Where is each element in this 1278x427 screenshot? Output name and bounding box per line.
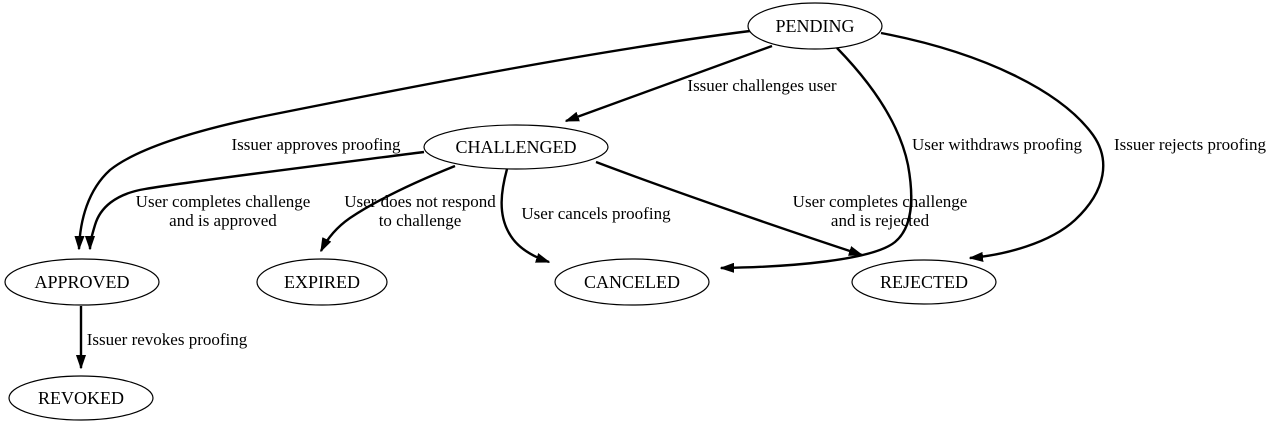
edge-pending-to-canceled — [721, 47, 913, 268]
edge-label-challenged-to-rejected: and is rejected — [831, 211, 930, 230]
edge-label-approved-to-revoked: Issuer revokes proofing — [87, 330, 248, 349]
edge-challenged-to-canceled — [500, 168, 549, 264]
state-node-rejected: REJECTED — [851, 259, 997, 305]
edge-label-pending-to-challenged: Issuer challenges user — [687, 76, 837, 95]
edge-label-challenged-to-expired: to challenge — [379, 211, 462, 230]
state-node-challenged: CHALLENGED — [423, 124, 609, 170]
state-node-revoked: REVOKED — [8, 375, 154, 421]
edge-label-challenged-to-approved: User completes challenge — [136, 192, 311, 211]
state-ellipse-expired — [256, 258, 388, 306]
edge-pending-to-rejected — [880, 31, 1105, 258]
edge-pending-to-challenged — [566, 44, 773, 123]
edge-label-pending-to-rejected: Issuer rejects proofing — [1114, 135, 1267, 154]
state-label-approved: APPROVED — [34, 272, 129, 292]
state-ellipse-canceled — [554, 258, 710, 306]
edge-label-pending-to-canceled: User withdraws proofing — [912, 135, 1082, 154]
edge-challenged-to-expired — [319, 164, 456, 251]
state-ellipse-pending — [747, 2, 883, 50]
state-ellipse-challenged — [423, 124, 609, 170]
state-label-canceled: CANCELED — [584, 272, 680, 292]
state-label-expired: EXPIRED — [284, 272, 360, 292]
state-label-rejected: REJECTED — [880, 272, 968, 292]
edge-label-challenged-to-expired: User does not respond — [344, 192, 496, 211]
edge-label-challenged-to-rejected: User completes challenge — [793, 192, 968, 211]
state-node-expired: EXPIRED — [256, 258, 388, 306]
state-node-pending: PENDING — [747, 2, 883, 50]
edge-challenged-to-rejected — [595, 160, 862, 257]
state-node-canceled: CANCELED — [554, 258, 710, 306]
state-label-pending: PENDING — [776, 16, 855, 36]
edges-layer — [79, 29, 1105, 368]
edge-label-challenged-to-canceled: User cancels proofing — [521, 204, 671, 223]
state-node-approved: APPROVED — [4, 258, 160, 306]
state-label-challenged: CHALLENGED — [456, 137, 577, 157]
state-ellipse-revoked — [8, 375, 154, 421]
edge-pending-to-approved — [79, 29, 751, 249]
nodes-layer: PENDING CHALLENGED APPROVED EXPIRED CANCELED… — [4, 2, 997, 421]
edge-label-challenged-to-approved: and is approved — [169, 211, 277, 230]
edge-challenged-to-approved — [90, 150, 425, 249]
edge-label-pending-to-approved: Issuer approves proofing — [231, 135, 401, 154]
state-ellipse-rejected — [851, 259, 997, 305]
state-label-revoked: REVOKED — [38, 388, 124, 408]
state-ellipse-approved — [4, 258, 160, 306]
